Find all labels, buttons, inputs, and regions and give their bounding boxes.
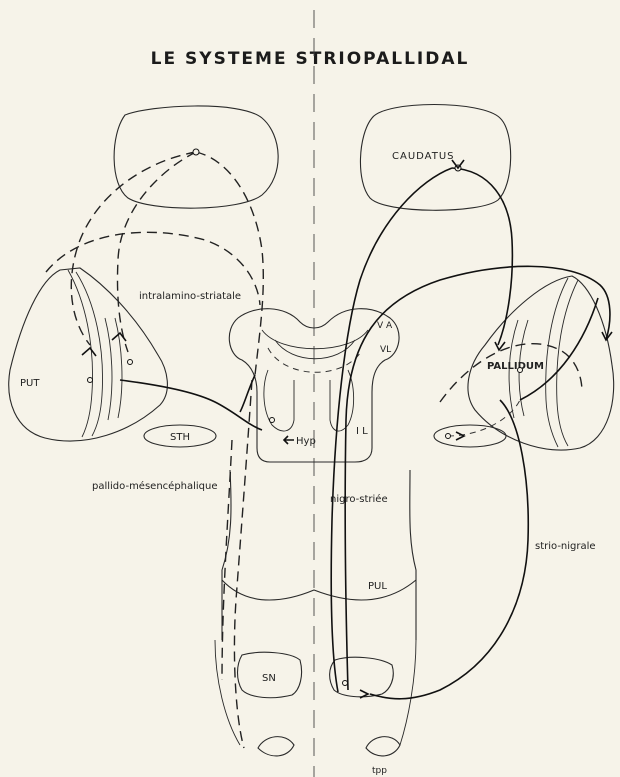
thalamus-left-lobe [264,370,294,431]
solid-caudatus-descending [331,168,452,692]
hyp-arrow [284,436,294,444]
cell-putamen-1 [88,378,93,383]
diagram-title: LE SYSTEME STRIOPALLIDAL [151,49,470,69]
thalamus-dashed-arc-1 [268,348,362,372]
label-il: I L [356,426,368,437]
thalamus-inner-arc-1 [262,330,368,349]
arrowhead-pallidum-inner [495,342,505,350]
dashed-pathway-pallido-mes [234,380,252,748]
putamen-left-lamina-1 [68,270,93,437]
label-va: V A [377,321,393,331]
brainstem-right-contour [410,470,416,640]
label-intralamino-striatale: intralamino-striatale [139,291,241,302]
right-small-oval [434,425,506,447]
cell-pallidum-1 [518,368,523,373]
label-put: PUT [20,378,40,389]
dashed-pathway-right-2 [448,400,520,436]
arrowhead-oval-right [456,432,464,440]
label-sn: SN [262,673,276,684]
solid-left-striatal-efferent [120,380,262,430]
label-nigro-striee: nigro-striée [330,493,388,505]
arrowhead-putamen-1 [82,348,96,356]
label-pul: PUL [368,581,387,592]
cell-sth-right [446,434,451,439]
cell-caudate-left [193,149,199,155]
label-pallido-mesencephalique: pallido-mésencéphalique [92,480,218,492]
caudate-left-outline [114,106,278,208]
peduncle-right [400,640,416,745]
label-hyp: Hyp [296,436,316,447]
dashed-pathway-left-descending [222,440,232,680]
cell-thalamus-il [270,418,275,423]
dashed-pathway-3 [117,152,196,352]
dashed-pathway-1 [71,152,196,345]
label-tpp: tpp [372,766,387,776]
solid-left-loop [240,375,255,412]
label-caudatus: CAUDATUS [392,151,455,162]
cell-sn-right [343,681,348,686]
arrowhead-caudatus [452,160,464,168]
putamen-left-lamina-3 [105,318,112,420]
tpp-loop [366,737,400,756]
label-strio-nigrale: strio-nigrale [535,541,596,552]
solid-caudatus-lateral [452,168,512,345]
cell-putamen-2 [128,360,133,365]
label-sth: STH [170,432,190,443]
label-vl: VL [380,345,391,355]
thalamus-inner-arc-2 [275,340,355,359]
label-pallidum: PALLIDUM [487,361,544,372]
bottom-left-loop [258,737,294,756]
